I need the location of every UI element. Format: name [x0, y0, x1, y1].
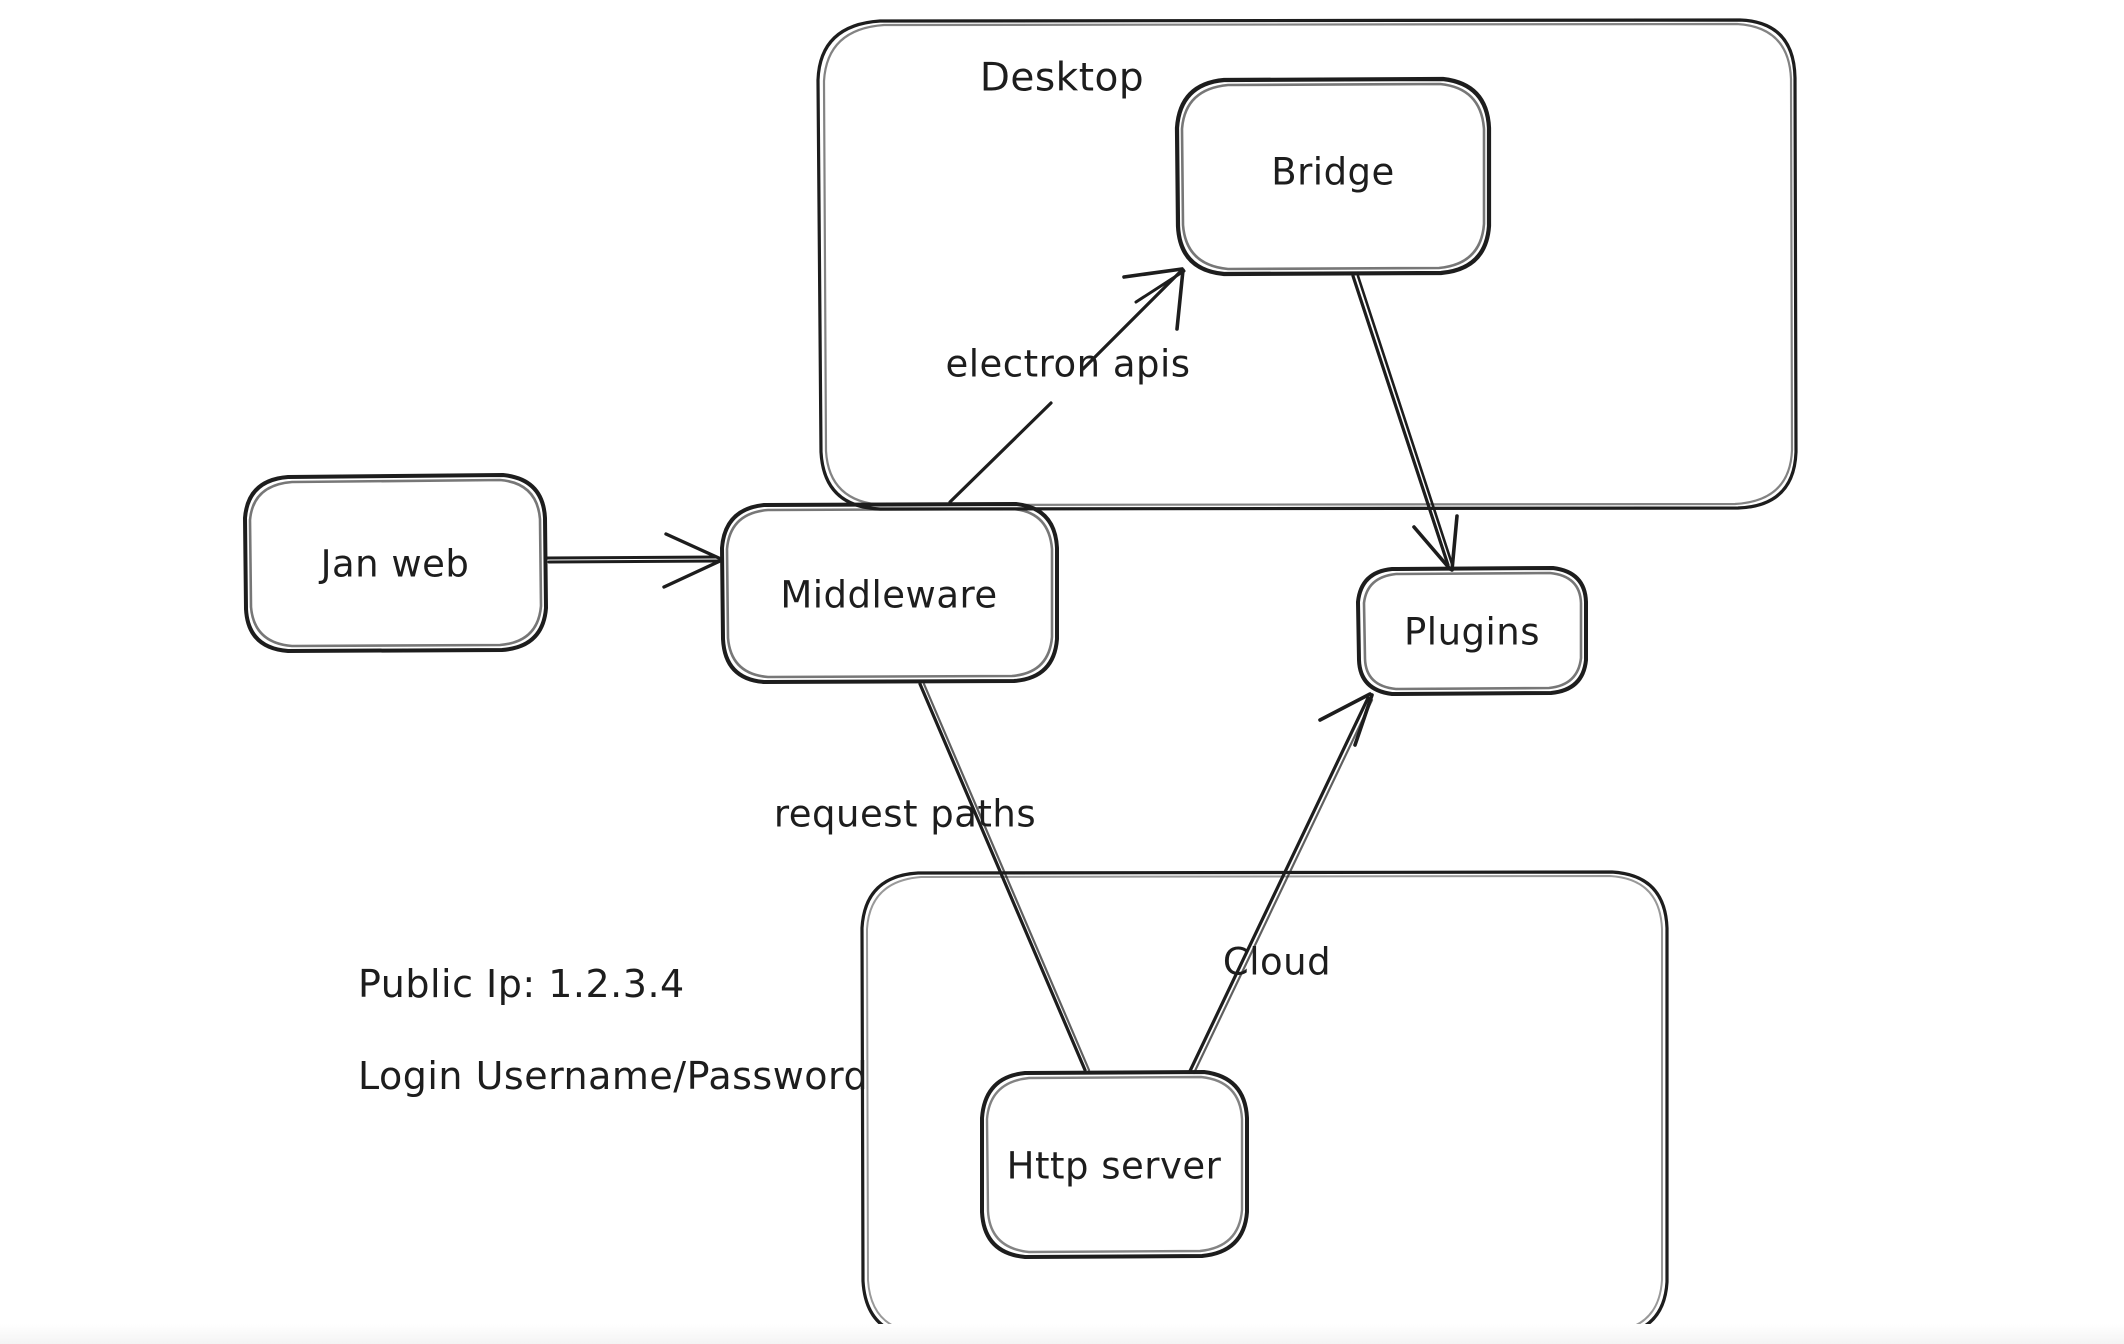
node-bridge-outline — [1174, 76, 1492, 277]
node-label-plugins[interactable]: Plugins — [1403, 610, 1541, 654]
node-http-server-outline — [980, 1070, 1249, 1259]
edge-middleware-to-bridge — [948, 267, 1186, 504]
node-middleware-outline — [720, 502, 1059, 684]
edge-label-cloud: Cloud — [1222, 940, 1332, 984]
node-plugins-outline — [1356, 566, 1588, 696]
note-public-ip: Public Ip: 1.2.3.4 — [358, 962, 685, 1006]
note-login-credentials: Login Username/Password — [358, 1054, 869, 1098]
edge-http-server-to-plugins — [1188, 692, 1374, 1075]
node-label-jan-web[interactable]: Jan web — [320, 542, 470, 586]
node-jan-web-outline — [243, 473, 548, 653]
edge-jan-web-to-middleware — [545, 532, 723, 589]
edge-middleware-to-http-server — [918, 682, 1091, 1072]
notes-block: Public Ip: 1.2.3.4 Login Username/Passwo… — [358, 962, 868, 1098]
edge-label-request-paths: request paths — [773, 792, 1037, 836]
node-label-middleware[interactable]: Middleware — [780, 573, 998, 617]
group-label-desktop: Desktop — [979, 55, 1145, 101]
edge-label-electron-apis: electron apis — [945, 342, 1191, 386]
edge-bridge-to-plugins — [1351, 274, 1459, 572]
node-label-http-server[interactable]: Http server — [1006, 1144, 1222, 1188]
group-desktop-outline — [816, 18, 1798, 511]
bottom-edge-band — [0, 1324, 2124, 1344]
node-label-bridge[interactable]: Bridge — [1271, 150, 1395, 194]
